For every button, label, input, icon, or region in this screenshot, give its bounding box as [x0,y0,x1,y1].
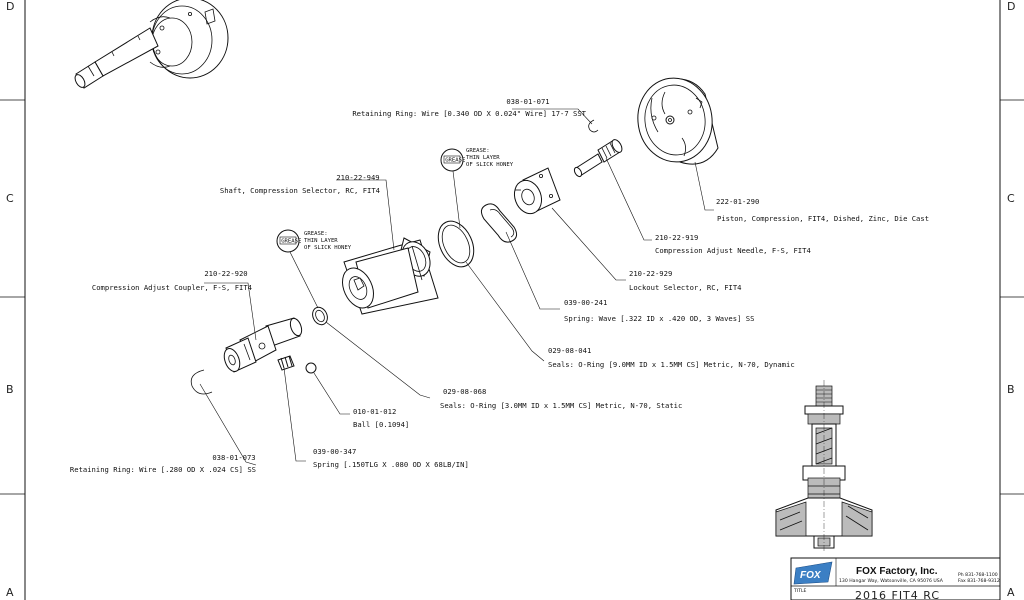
part-number-222-01-290: 222-01-290 [716,197,759,206]
zone-label-d-left: D [6,0,14,13]
part-labels: 038-01-071 Retaining Ring: Wire [0.340 O… [70,97,929,474]
grease-note-lower-line1: GREASE: [304,231,328,237]
company-phone: Ph 831-768-1100 [958,572,998,578]
part-number-210-22-920: 210-22-920 [204,269,247,278]
part-number-210-22-949: 210-22-949 [336,173,379,182]
part-desc-029-08-068: Seals: O-Ring [3.0MM ID x 1.5MM CS] Metr… [440,401,682,410]
grease-note-upper-line2: THIN LAYER [466,155,500,161]
wave-spring-part [480,203,518,243]
part-desc-210-22-929: Lockout Selector, RC, FIT4 [629,283,742,292]
grease-note-lower: GREASE GREASE: THIN LAYER OF SLICK HONEY [276,229,352,309]
company-address: 130 Hangar Way, Watsonville, CA 95076 US… [839,578,944,584]
part-desc-222-01-290: Piston, Compression, FIT4, Dished, Zinc,… [717,214,929,223]
part-desc-210-22-919: Compression Adjust Needle, F-S, FIT4 [655,246,811,255]
compression-selector-shaft-part [342,237,439,315]
zone-label-b-left: B [6,383,14,396]
part-desc-210-22-949: Shaft, Compression Selector, RC, FIT4 [220,186,380,195]
part-number-010-01-012: 010-01-012 [353,407,396,416]
part-number-038-01-071: 038-01-071 [506,97,549,106]
part-number-210-22-929: 210-22-929 [629,269,672,278]
zone-label-c-right: C [1007,192,1015,205]
part-desc-038-01-073: Retaining Ring: Wire [.280 OD X .024 CS]… [70,465,256,474]
lockout-selector-part [513,167,561,215]
zone-label-b-right: B [1007,383,1015,396]
zone-label-c-left: C [6,192,14,205]
oring-dynamic-part [437,220,475,268]
part-number-039-00-241: 039-00-241 [564,298,607,307]
zone-label-d-right: D [1007,0,1015,13]
part-number-029-08-041: 029-08-041 [548,346,591,355]
leader-lines [199,108,714,466]
compression-adjust-needle-part [573,139,623,178]
ball-part [305,362,317,374]
part-desc-038-01-071: Retaining Ring: Wire [0.340 OD X 0.024" … [352,109,586,118]
drawing-title: 2016 FIT4 RC [855,589,940,600]
part-desc-039-00-347: Spring [.150TLG X .080 OD X 68LB/IN] [313,460,469,469]
company-fax: Fax 831-768-9312 [958,578,1000,584]
grease-note-upper-line1: GREASE: [466,148,490,154]
part-desc-010-01-012: Ball [0.1094] [353,420,409,429]
assembled-view-top-left [74,0,229,89]
section-view-bottom-right [775,380,873,552]
compression-adjust-coupler-part [223,317,303,373]
part-number-039-00-347: 039-00-347 [313,447,356,456]
part-desc-039-00-241: Spring: Wave [.322 ID x .420 OD, 3 Waves… [564,314,754,323]
part-desc-210-22-920: Compression Adjust Coupler, F-S, FIT4 [92,283,252,292]
grease-note-upper: GREASE GREASE: THIN LAYER OF SLICK HONEY [440,148,514,229]
fox-logo-icon [793,561,833,585]
title-label: TITLE [793,588,807,594]
retaining-ring-large-part [190,369,213,395]
grease-icon: GREASE [445,158,466,164]
zone-label-a-right: A [1007,586,1015,599]
piston-compression-part [637,77,719,165]
grease-note-lower-line2: THIN LAYER [304,238,338,244]
title-block: FOX FOX Factory, Inc. 130 Hangar Way, Wa… [790,557,1001,600]
part-number-038-01-073: 038-01-073 [212,453,255,462]
zone-label-a-left: A [6,586,14,599]
oring-static-part [312,306,328,326]
fox-logo-text: FOX [800,570,822,581]
spring-coil-part [277,355,295,371]
part-number-029-08-068: 029-08-068 [443,387,486,396]
grease-icon: GREASE [281,239,302,245]
company-name: FOX Factory, Inc. [856,566,938,577]
part-desc-029-08-041: Seals: O-Ring [9.0MM ID x 1.5MM CS] Metr… [548,360,795,369]
part-number-210-22-919: 210-22-919 [655,233,698,242]
grease-note-lower-line3: OF SLICK HONEY [304,245,352,251]
grease-note-upper-line3: OF SLICK HONEY [466,162,514,168]
